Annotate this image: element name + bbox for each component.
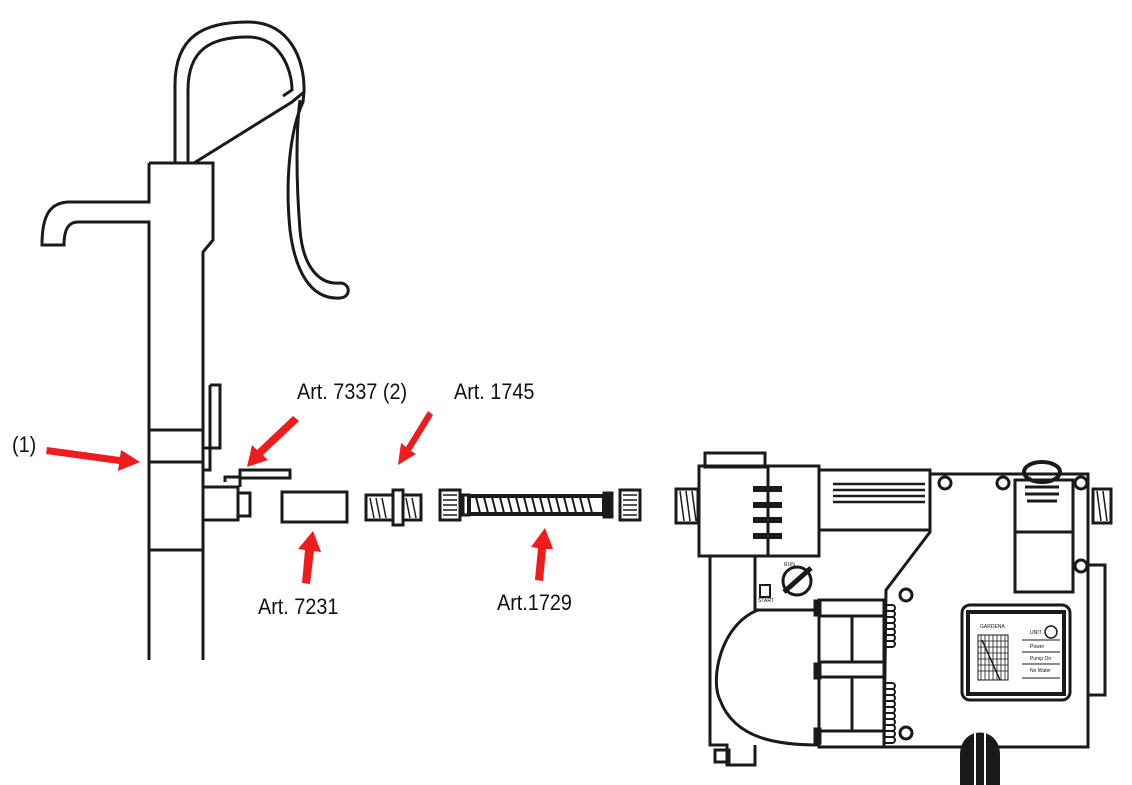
power-label: Power: [1030, 644, 1045, 650]
pump-handle-inner: [186, 35, 294, 163]
hose-1729: [438, 488, 642, 522]
no-water-label: No Water: [1030, 668, 1051, 674]
sleeve-7231: [280, 490, 349, 524]
arrow-art7231: [298, 531, 321, 584]
pump-handle: [173, 20, 306, 165]
arrow-ref1: [46, 447, 140, 471]
pump-body: [40, 161, 215, 660]
arrow-art1729: [531, 528, 553, 581]
nipple-1745: [364, 488, 423, 527]
pump-outlet: [203, 485, 240, 522]
label-art1745: Art. 1745: [454, 379, 535, 404]
pump-lever: [286, 91, 350, 300]
outlet-nipple: [236, 491, 252, 518]
arrow-art1745: [398, 411, 433, 465]
unit-label: UNIT: [1030, 630, 1042, 636]
label-ref1: (1): [12, 432, 37, 457]
label-art7231: Art. 7231: [258, 594, 339, 619]
pump-on-label: Pump On: [1030, 656, 1051, 662]
brand-label: GARDENA: [980, 624, 1005, 630]
hand-pump: [40, 20, 350, 660]
pump-bracket: [203, 383, 222, 472]
arrow-art7337: [247, 416, 299, 467]
label-art1729: Art.1729: [497, 590, 572, 615]
label-art7337: Art. 7337 (2): [297, 379, 408, 404]
run-label: RUN: [784, 562, 795, 568]
start-label: START: [758, 598, 774, 604]
tap-lever: [223, 468, 292, 487]
garden-pump: [674, 451, 1113, 785]
